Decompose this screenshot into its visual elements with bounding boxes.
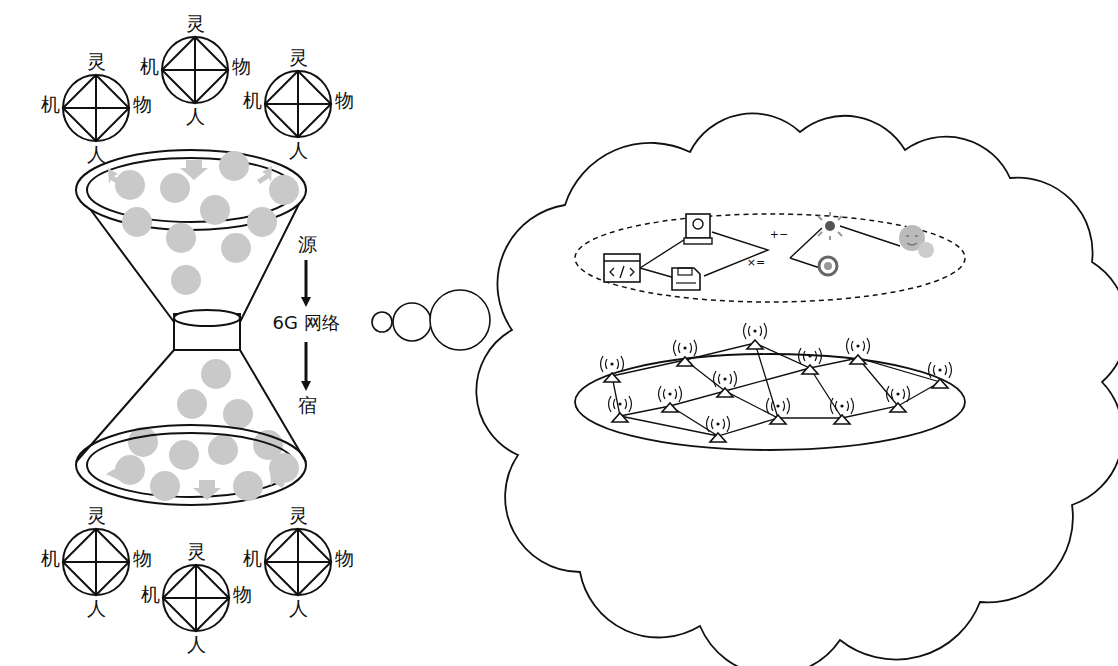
vertex-label: 机 xyxy=(41,95,60,114)
vertex-label: 机 xyxy=(243,91,262,110)
vertex-label: 物 xyxy=(232,57,251,76)
network-label: 6G 网络 xyxy=(270,313,341,333)
vertex-label: 人 xyxy=(186,107,205,126)
sink-label: 宿 xyxy=(298,396,317,415)
vertex-label: 人 xyxy=(289,141,308,160)
operator-mark: ×= xyxy=(747,257,765,268)
vertex-label: 物 xyxy=(133,549,152,568)
disk-icon xyxy=(672,268,700,290)
vertex-label: 灵 xyxy=(87,506,106,525)
vertex-label: 物 xyxy=(335,549,354,568)
source-label: 源 xyxy=(298,235,317,254)
vertex-label: 机 xyxy=(140,57,159,76)
vertex-label: 机 xyxy=(41,549,60,568)
base-stations xyxy=(601,323,952,442)
operator-mark: +− xyxy=(770,229,788,240)
vertex-label: 灵 xyxy=(87,52,106,71)
vertex-label: 灵 xyxy=(186,14,205,33)
scanner-icon xyxy=(684,214,712,244)
vertex-label: 物 xyxy=(335,91,354,110)
vertex-label: 机 xyxy=(243,549,262,568)
code-icon xyxy=(604,254,640,282)
element-symbol: 灵机物人 xyxy=(228,34,368,174)
vertex-label: 人 xyxy=(289,599,308,618)
element-symbol: 灵机物人 xyxy=(26,492,166,632)
vertex-label: 人 xyxy=(87,599,106,618)
vertex-label: 人 xyxy=(187,635,206,654)
vertex-label: 机 xyxy=(141,585,160,604)
vertex-label: 物 xyxy=(233,585,252,604)
vertex-label: 灵 xyxy=(187,542,206,561)
vertex-label: 灵 xyxy=(289,506,308,525)
element-symbol: 灵机物人 xyxy=(125,0,265,140)
vertex-label: 人 xyxy=(87,145,106,164)
sensor-icons xyxy=(818,212,934,275)
vertex-label: 灵 xyxy=(289,48,308,67)
element-symbol: 灵机物人 xyxy=(228,492,368,632)
vertex-label: 物 xyxy=(133,95,152,114)
